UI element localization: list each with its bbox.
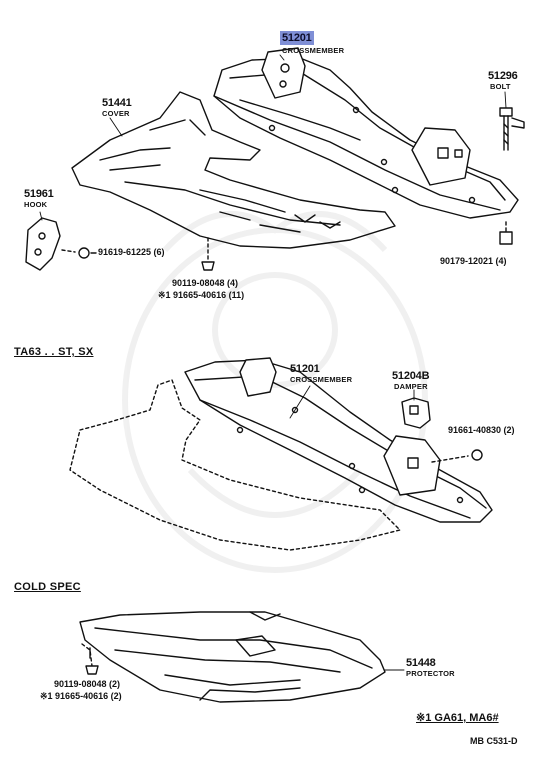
leader-lines xyxy=(39,54,507,671)
ref-protector-clip-b: ※1 91665-40616 (2) xyxy=(40,691,122,701)
part-number-bolt: 51296 xyxy=(488,70,518,82)
figure-reference: MB C531-D xyxy=(470,736,518,746)
ref-protector-clip-a: 90119-08048 (2) xyxy=(54,679,121,689)
part-name-hook: HOOK xyxy=(24,200,48,209)
part-name-crossmember-top: CROSSMEMBER xyxy=(282,46,345,55)
ref-nut-top: 90179-12021 (4) xyxy=(440,256,507,266)
ref-cover-clip-b: ※1 91665-40616 (11) xyxy=(158,290,245,300)
part-number-hook: 51961 xyxy=(24,188,54,200)
cover-drawing xyxy=(71,91,396,249)
footnote: ※1 GA61, MA6# xyxy=(416,712,499,724)
damper-drawing xyxy=(401,397,431,429)
part-name-damper: DAMPER xyxy=(394,382,428,391)
part-number-protector: 51448 xyxy=(406,657,436,669)
part-name-crossmember-mid: CROSSMEMBER xyxy=(290,375,353,384)
ref-damper-bolt: 91661-40830 (2) xyxy=(448,425,515,435)
ref-cover-clip-a: 90119-08048 (4) xyxy=(172,278,239,288)
section-variant-label: TA63 . . ST, SX xyxy=(14,346,94,358)
dashed-cover-outline xyxy=(69,379,401,551)
part-number-cover: 51441 xyxy=(102,97,132,109)
watermark xyxy=(122,211,428,573)
bolt-drawing xyxy=(499,107,525,151)
crossmember-top-drawing xyxy=(213,47,519,219)
part-name-protector: PROTECTOR xyxy=(406,669,455,678)
part-name-bolt: BOLT xyxy=(490,82,511,91)
crossmember-mid-drawing xyxy=(184,357,493,523)
ref-hook-screw: 91619-61225 (6) xyxy=(98,247,165,257)
protector-drawing xyxy=(79,611,386,703)
part-number-crossmember-top: 51201 xyxy=(280,31,314,45)
part-number-crossmember-mid: 51201 xyxy=(290,363,320,375)
section-cold-spec-label: COLD SPEC xyxy=(14,581,81,593)
hook-drawing xyxy=(25,217,61,271)
part-number-damper: 51204B xyxy=(392,370,430,382)
part-name-cover: COVER xyxy=(102,109,130,118)
